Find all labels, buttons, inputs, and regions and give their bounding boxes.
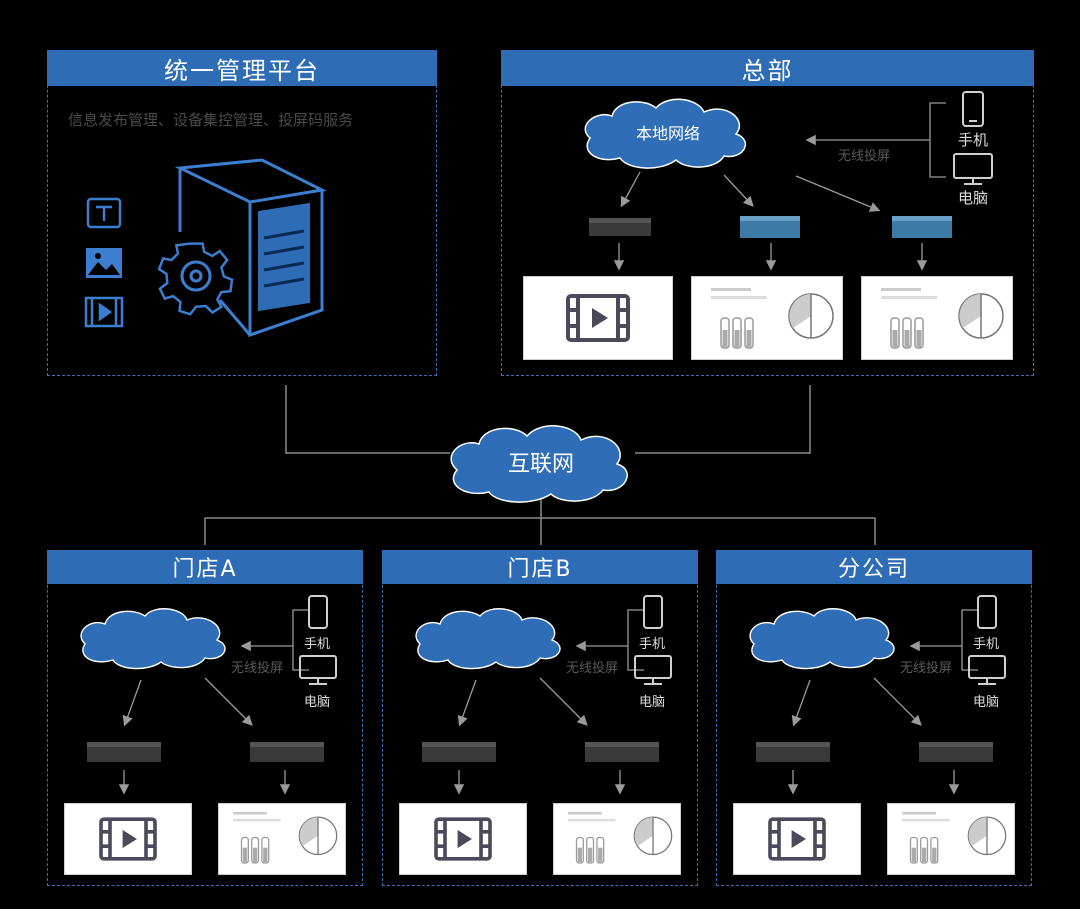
- branch-title: 分公司: [716, 550, 1032, 584]
- dashboard-art: [233, 812, 338, 864]
- branch-player-box-1: [756, 742, 830, 762]
- branch-lan-cloud: [749, 608, 895, 670]
- platform-title: 统一管理平台: [47, 50, 437, 86]
- branch-phone-label: 手机: [304, 637, 331, 652]
- hq-wireless-label: 无线投屏: [838, 149, 891, 164]
- branch-pc-icon: [968, 655, 1006, 685]
- dashboard-art: [711, 288, 834, 349]
- branch-pc-icon: [299, 655, 337, 685]
- branch-lan-cloud: [415, 608, 561, 670]
- branch-pc-label: 电脑: [973, 695, 1000, 710]
- hq-lan-label: 本地网络: [635, 124, 700, 143]
- hq-player-box-1: [589, 218, 651, 236]
- branch-phone-icon: [643, 595, 663, 629]
- branch-title: 门店B: [382, 550, 698, 584]
- branch-player-box-1: [422, 742, 496, 762]
- video-icon: [566, 294, 630, 342]
- branch-lan-cloud: [80, 608, 226, 670]
- hq-pc-icon: [953, 153, 993, 185]
- hq-pc-label: 电脑: [958, 189, 989, 207]
- branch-panel-2: 门店B: [382, 550, 698, 886]
- hq-panel: 总部: [501, 50, 1034, 376]
- branch-pc-label: 电脑: [304, 695, 331, 710]
- hq-phone-label: 手机: [958, 131, 989, 149]
- platform-subtitle: 信息发布管理、设备集控管理、投屏码服务: [68, 111, 354, 129]
- video-icon: [99, 817, 157, 861]
- branch-player-box-2: [585, 742, 659, 762]
- branch-wireless-label: 无线投屏: [900, 661, 953, 676]
- branch-pc-label: 电脑: [639, 695, 666, 710]
- hq-player-box-3: [892, 216, 952, 238]
- text-icon: [86, 197, 122, 229]
- branch-pc-icon: [634, 655, 672, 685]
- video-icon: [434, 817, 492, 861]
- hq-title: 总部: [501, 50, 1034, 86]
- dashboard-art: [881, 288, 1004, 349]
- branch-panel-3: 分公司: [716, 550, 1032, 886]
- hq-player-box-2: [740, 216, 800, 238]
- branch-wireless-label: 无线投屏: [231, 661, 284, 676]
- platform-panel: 统一管理平台 信息发布管理、设备集控管理、投屏码服务: [47, 50, 437, 376]
- branch-wireless-label: 无线投屏: [566, 661, 619, 676]
- branch-panel-1: 门店A: [47, 550, 363, 886]
- image-icon: [86, 248, 122, 278]
- dashboard-art: [902, 812, 1007, 864]
- branch-phone-label: 手机: [639, 637, 666, 652]
- gear-icon: [157, 242, 234, 316]
- branch-phone-label: 手机: [973, 637, 1000, 652]
- hq-lan-cloud: [584, 98, 747, 169]
- branch-player-box-1: [87, 742, 161, 762]
- branch-phone-icon: [977, 595, 997, 629]
- branch-player-box-2: [250, 742, 324, 762]
- video-icon: [768, 817, 826, 861]
- hq-phone-icon: [962, 91, 984, 127]
- internet-label: 互联网: [507, 452, 574, 477]
- video-icon: [84, 296, 124, 328]
- server-icon: [174, 158, 327, 338]
- branch-player-box-2: [919, 742, 993, 762]
- dashboard-art: [568, 812, 673, 864]
- branch-title: 门店A: [47, 550, 363, 584]
- branch-phone-icon: [308, 595, 328, 629]
